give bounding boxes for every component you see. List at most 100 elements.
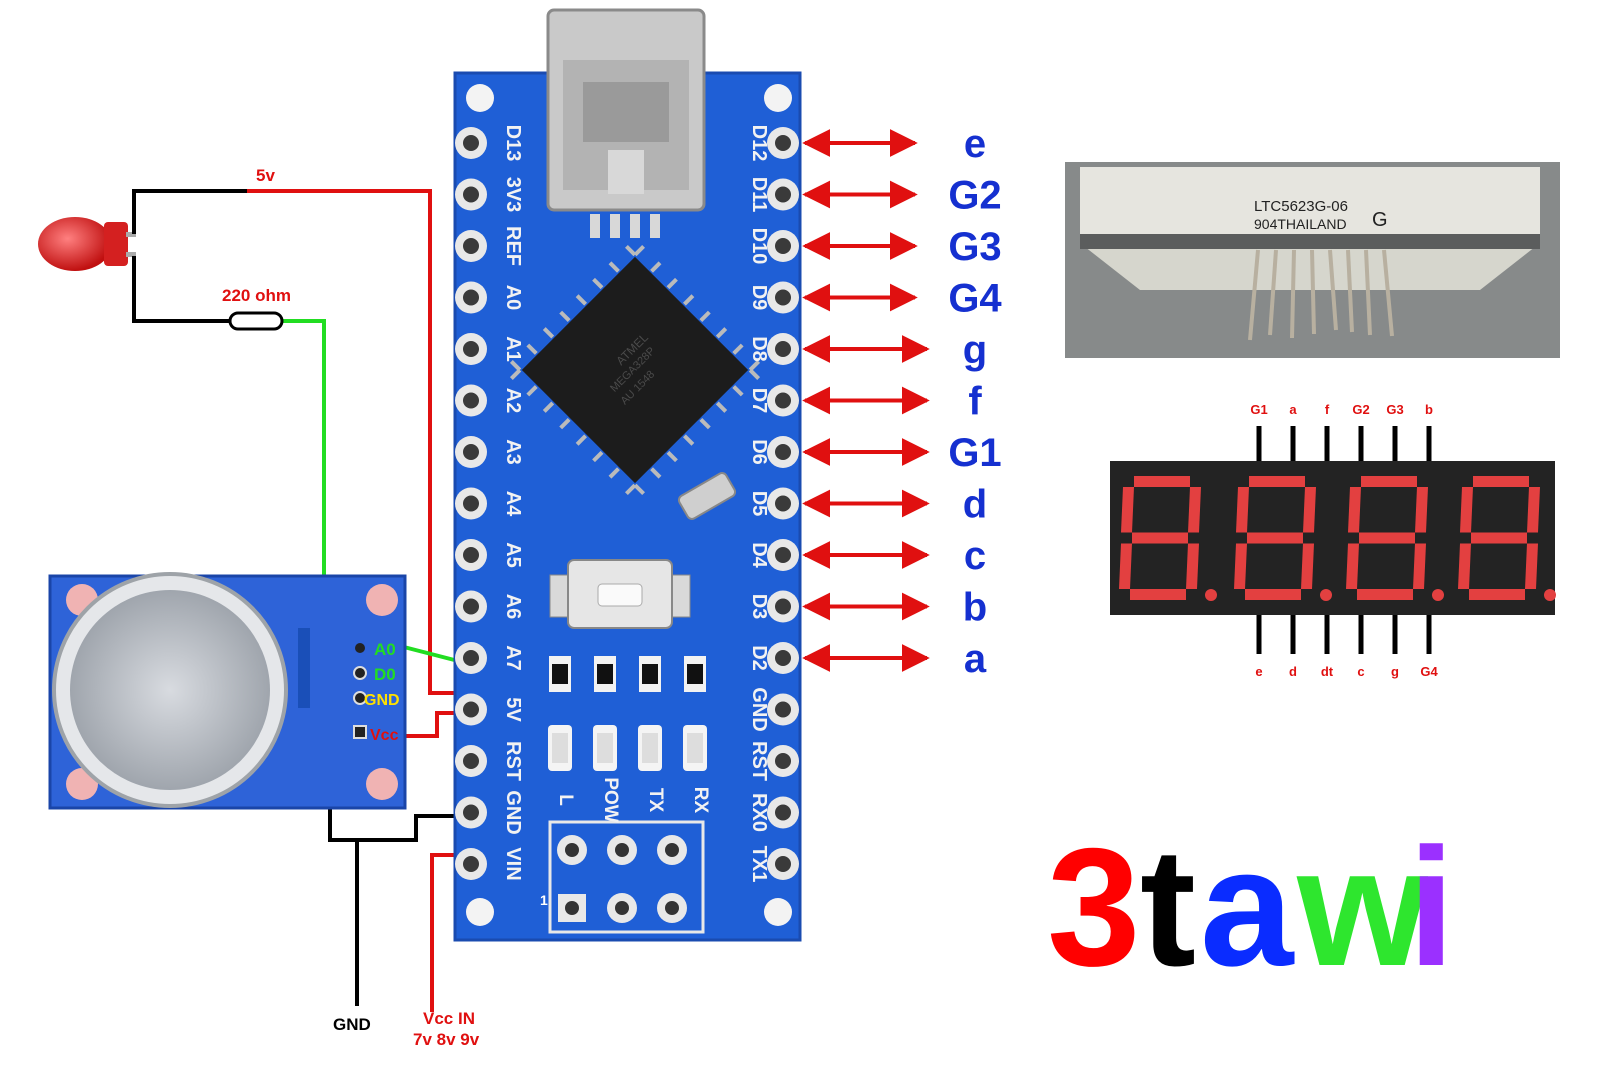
board-pin-right-label: D7 [748, 388, 770, 414]
vcc-in-voltage-label: 7v 8v 9v [413, 1030, 480, 1049]
board-pin-right-d7: D7 [748, 384, 799, 417]
sensor-pin-gnd-label: GND [364, 692, 400, 709]
display-pin-top-label: b [1425, 402, 1433, 417]
display-pin-top-label: f [1325, 402, 1330, 417]
digit-eight [1458, 476, 1556, 601]
gnd-output-label: GND [333, 1015, 371, 1034]
display-pin-top-label: G3 [1386, 402, 1403, 417]
board-pin-right-d8: D8 [748, 333, 799, 365]
board-pin-right-tx1: TX1 [748, 846, 799, 883]
board-pin-right-rx0: RX0 [748, 793, 799, 832]
board-pin-left-gnd: GND [455, 790, 524, 835]
board-pin-left-label: A7 [502, 645, 524, 671]
display-pin-bottom-label: e [1255, 664, 1262, 679]
board-pin-right-label: D10 [748, 228, 770, 265]
board-pin-right-d10: D10 [748, 228, 799, 265]
board-pin-left-a7: A7 [455, 642, 524, 674]
sensor-pin-vcc-label: Vcc [370, 727, 399, 744]
logo-letter: w [1296, 813, 1428, 1001]
board-pin-left-a5: A5 [455, 539, 524, 571]
board-pin-left-label: REF [502, 226, 524, 266]
icsp-pin-1-label: 1 [540, 892, 548, 908]
display-photo [1065, 162, 1560, 358]
board-pin-left-label: A1 [502, 336, 524, 362]
board-pin-left-label: RST [502, 741, 524, 781]
board-led-label: POW [600, 777, 621, 822]
board-pin-left-label: A3 [502, 439, 524, 465]
board-led-label: L [555, 794, 576, 806]
display-pin-top-label: G1 [1250, 402, 1267, 417]
board-pin-left-label: 5V [502, 697, 524, 722]
board-pin-left-a3: A3 [455, 436, 524, 468]
board-pin-right-label: D3 [748, 594, 770, 620]
board-pin-right-label: RX0 [748, 793, 770, 832]
wire-led-black-bottom [132, 256, 230, 323]
atmega328p-chip [509, 244, 761, 496]
display-origin: 904THAILAND [1254, 216, 1347, 232]
segment-mapping-label: G1 [948, 431, 1001, 475]
mini-usb-port [546, 8, 706, 238]
board-pin-right-d5: D5 [748, 487, 799, 520]
segment-mapping-label: G2 [948, 174, 1001, 218]
display-pin-bottom-label: c [1357, 664, 1364, 679]
board-pin-right-label: D9 [748, 285, 770, 311]
segment-mapping-label: b [963, 586, 987, 630]
digit-eight [1234, 476, 1332, 601]
display-pin-bottom-label: g [1391, 664, 1399, 679]
wire-5v-red [247, 189, 460, 695]
wire-vcc-red [390, 711, 460, 738]
reset-button [549, 559, 691, 629]
display-part-number: LTC5623G-06 [1254, 198, 1348, 215]
sensor-pin-d0-label: D0 [374, 665, 396, 684]
board-pin-left-label: A5 [502, 542, 524, 568]
board-pin-left-a2: A2 [455, 384, 524, 417]
display-pin-bottom-label: G4 [1420, 664, 1438, 679]
board-pin-left-label: A6 [502, 594, 524, 620]
board-pin-right-label: TX1 [748, 846, 770, 883]
board-pin-right-d4: D4 [748, 539, 799, 571]
digit-eight [1119, 476, 1217, 601]
board-pin-right-label: D12 [748, 125, 770, 162]
board-pin-left-label: D13 [502, 125, 524, 162]
seven-segment-display [1110, 426, 1556, 654]
board-pin-right-label: RST [748, 741, 770, 781]
red-led [38, 217, 136, 271]
board-pin-right-rst: RST [748, 741, 799, 781]
wire-led-black-top [132, 189, 247, 234]
board-pin-right-label: D5 [748, 491, 770, 517]
segment-mapping-label: c [964, 534, 986, 578]
board-pin-right-label: D11 [748, 177, 770, 213]
board-pin-left-label: VIN [502, 847, 524, 880]
logo-letter: 3 [1047, 813, 1140, 1001]
segment-mapping-label: f [968, 380, 982, 424]
board-pin-right-label: D4 [748, 542, 770, 568]
board-pin-right-d12: D12 [748, 125, 799, 162]
board-pin-right-d11: D11 [748, 177, 799, 213]
segment-mapping-label: e [964, 122, 986, 166]
display-pin-top-label: G2 [1352, 402, 1369, 417]
board-pin-left-ref: REF [455, 226, 524, 266]
board-pin-left-label: A0 [502, 285, 524, 311]
board-pin-right-label: D6 [748, 439, 770, 465]
display-pin-top-label: a [1289, 402, 1297, 417]
board-pin-right-d3: D3 [748, 590, 799, 623]
digit-eight [1346, 476, 1444, 601]
board-pin-left-a1: A1 [455, 333, 524, 365]
board-pin-left-d13: D13 [455, 125, 524, 162]
board-pin-right-label: GND [748, 687, 770, 731]
vcc-in-label: Vcc IN [423, 1009, 475, 1028]
board-led-label: RX [690, 787, 711, 814]
board-pin-left-a6: A6 [455, 590, 524, 623]
segment-mapping-label: G3 [948, 225, 1001, 269]
sensor-pin-a0-label: A0 [374, 640, 396, 659]
display-mark: G [1372, 209, 1388, 231]
resistor [228, 311, 284, 331]
board-pin-right-d2: D2 [748, 642, 799, 674]
segment-mapping-label: g [963, 328, 987, 372]
display-pin-bottom-label: dt [1321, 664, 1334, 679]
display-pin-bottom-label: d [1289, 664, 1297, 679]
board-pin-right-gnd: GND [748, 687, 799, 732]
